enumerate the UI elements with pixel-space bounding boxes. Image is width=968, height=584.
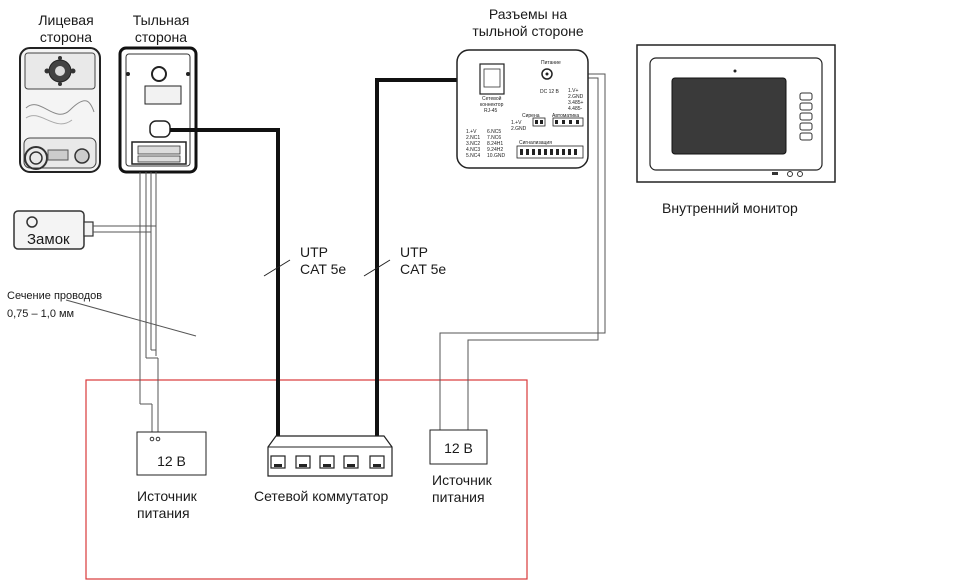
siren-pin-1: 1.+V [511,120,522,126]
psu-right-caption-line1: Источник [432,472,492,488]
connectors-title-line2: тыльной стороне [472,23,584,39]
power-title: Питание [541,60,561,66]
signal-title: Сигнализация [519,140,552,146]
utp-cable-right [375,78,480,460]
psu-left-caption-line1: Источник [137,488,197,504]
psu-right-box [429,429,488,465]
signal-pin-3: 3.NC2 [466,141,480,147]
back-side-title-line1: Тыльная [132,12,190,28]
utp-left-line1: UTP [300,244,328,260]
siren-pin-2: 2.GND [511,126,527,132]
front-side-title-line1: Лицевая [38,12,94,28]
lock-device [13,210,94,250]
psu-left-box [136,431,207,476]
wire-section-value: 0,75 – 1,0 мм [7,308,75,320]
utp-right-line1: UTP [400,244,428,260]
back-side-title-line2: сторона [134,29,188,45]
back-side-title: Тыльная сторона [118,12,204,46]
utp-left-label: UTP CAT 5e [300,244,346,278]
lock-label: Замок [27,231,70,248]
signal-pin-7: 7.NC6 [487,135,501,141]
front-side-title: Лицевая сторона [22,12,110,46]
siren-title: Сирена [522,113,540,119]
front-panel [19,47,101,173]
signal-pin-4: 4.NC3 [466,147,480,153]
switch-label: Сетевой коммутатор [254,488,389,504]
psu-left-caption-line2: питания [137,505,190,521]
signal-pin-5: 5.NC4 [466,153,480,159]
signal-pin-9: 9.24H2 [487,147,503,153]
auto-title: Автоматика [552,113,579,119]
psu-right-caption-line2: питания [432,489,485,505]
signal-pin-8: 8.24H1 [487,141,503,147]
inner-monitor [636,44,836,183]
front-side-title-line2: сторона [39,29,93,45]
connectors-title: Разъемы на тыльной стороне [450,6,606,40]
psu-right-caption: Источник питания [432,472,492,506]
back-panel [118,46,198,174]
signal-pin-1: 1.+V [466,129,477,135]
psu-left-voltage: 12 В [157,453,186,469]
utp-tick-right [363,259,391,277]
power-zone-frame [85,379,528,580]
signal-pin-6: 6.NC5 [487,129,501,135]
connectors-title-line1: Разъемы на [488,6,568,22]
signal-pin-10: 10.GND [487,153,505,159]
connector-panel: Питание DC 12 В 1.V+ 2.GND 3.485+ 4.485-… [456,49,589,169]
power-pin-1: 1.V+ [568,88,579,94]
signal-pin-2: 2.NC1 [466,135,480,141]
utp-right-line2: CAT 5e [400,261,447,277]
utp-left-line2: CAT 5e [300,261,347,277]
wire-section-label: Сечение проводов [7,290,103,302]
psu-right-voltage: 12 В [444,440,473,456]
rj45-label-3: RJ-45 [484,108,498,114]
utp-right-label: UTP CAT 5e [400,244,446,278]
rj45-label-1: Сетевой [482,95,502,102]
power-label: DC 12 В [540,89,560,95]
psu-left-caption: Источник питания [137,488,197,522]
power-pin-2: 2.GND [568,94,584,100]
inner-monitor-label: Внутренний монитор [662,200,798,216]
rj45-label-2: коннектор [480,102,504,108]
utp-cable-left [170,128,280,460]
power-pin-4: 4.485- [568,106,583,112]
power-pin-3: 3.485+ [568,100,584,106]
left-wires [65,172,197,438]
network-switch [267,435,393,477]
utp-tick-left [263,259,291,277]
